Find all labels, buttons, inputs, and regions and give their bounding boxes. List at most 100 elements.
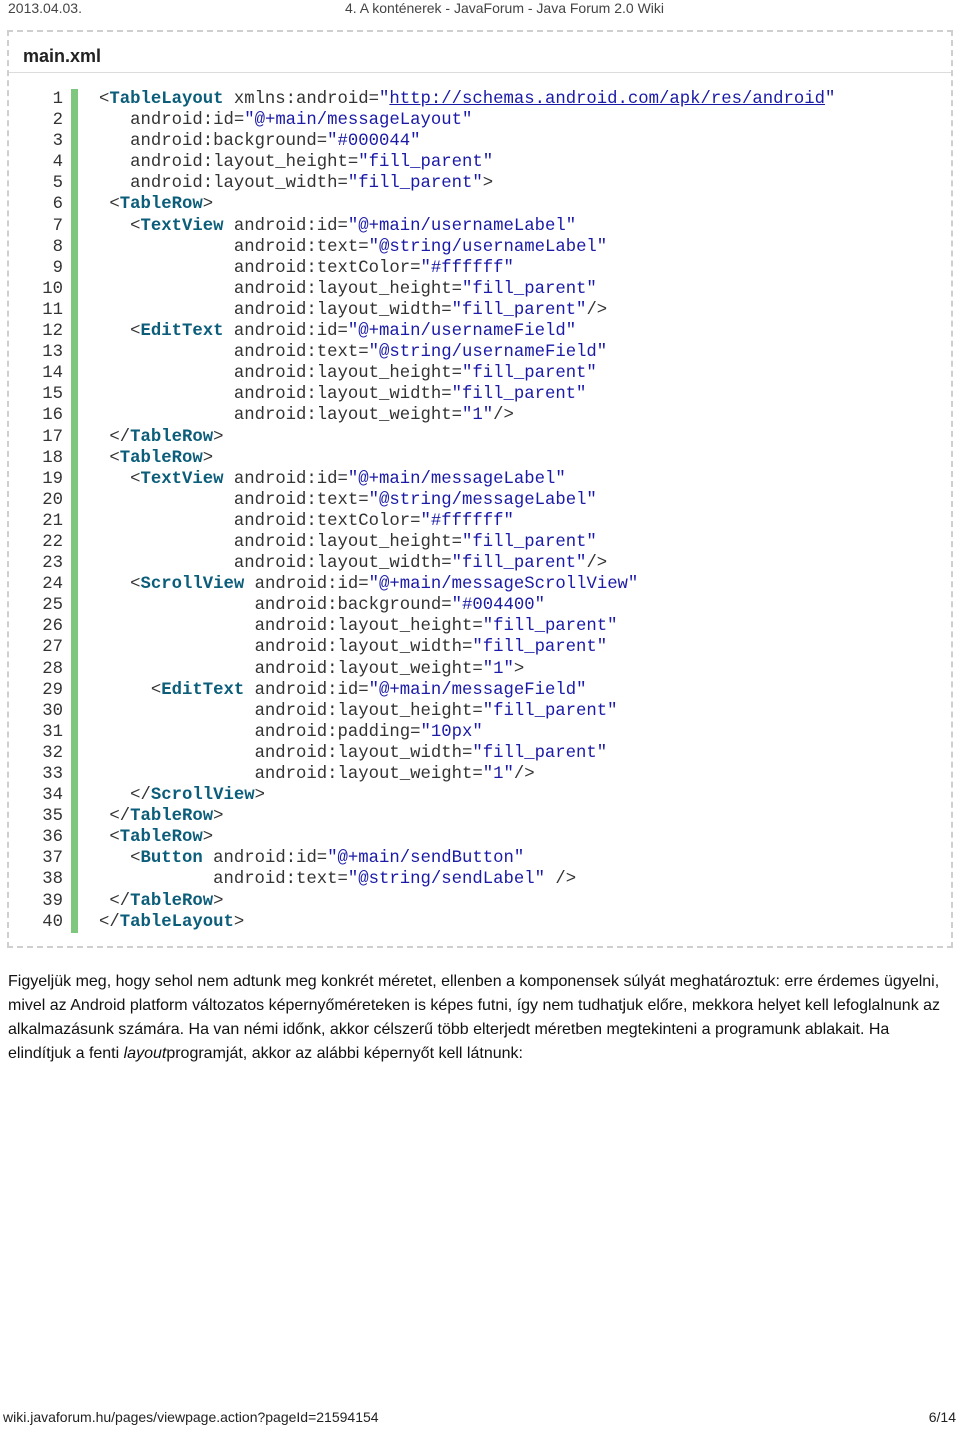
code-line-text: </ScrollView> [99,785,265,806]
line-number: 9 [52,258,63,278]
code-line-text: android:layout_weight="1"> [99,659,525,680]
line-gutter-marker [71,405,78,427]
code-token: android:layout_weight= [254,659,483,679]
code-indent [99,385,234,404]
code-line: 14 android:layout_height="fill_parent" [9,363,951,385]
code-line-text: android:text="@string/usernameField" [99,342,607,363]
code-line-text: <EditText android:id="@+main/messageFiel… [99,680,587,701]
code-string: "fill_parent" [347,174,483,194]
code-token: < [150,680,162,700]
code-line: 7 <TextView android:id="@+main/usernameL… [9,215,951,237]
code-line-text: </TableRow> [99,806,223,827]
code-link[interactable]: http://schemas.android.com/apk/res/andro… [389,90,825,109]
code-line: 13 android:text="@string/usernameField" [9,342,951,364]
line-number: 23 [42,554,63,574]
code-line-text: android:layout_width="fill_parent" [99,384,587,405]
code-token: android:layout_width= [233,300,452,320]
line-number: 29 [42,680,63,700]
code-line: 9 android:textColor="#ffffff" [9,257,951,279]
code-line: 31 android:padding="10px" [9,721,951,743]
code-token: android:background= [130,132,328,152]
code-indent [99,554,234,573]
code-line: 26 android:layout_height="fill_parent" [9,616,951,638]
code-string: "@+main/messageLayout" [244,111,473,131]
code-line-text: android:layout_height="fill_parent" [99,616,618,637]
line-gutter-marker [71,215,78,237]
code-line: 23 android:layout_width="fill_parent"/> [9,553,951,575]
code-line-text: android:background="#004400" [99,595,545,616]
code-line-text: android:layout_width="fill_parent" [99,743,608,764]
line-gutter-marker [71,173,78,195]
code-string: "fill_parent" [451,300,587,320]
line-gutter-marker [71,848,78,870]
code-token: android:layout_width= [130,174,348,194]
code-token: > [213,807,224,827]
code-indent [99,533,234,552]
code-string: "fill_parent" [482,617,618,637]
code-token: /> [586,554,608,574]
code-token: android:layout_height= [233,532,462,552]
code-line-text: android:layout_height="fill_parent" [99,363,597,384]
body-paragraph: Figyeljük meg, hogy sehol nem adtunk meg… [8,970,953,1066]
code-string: "#004400" [451,596,545,616]
code-string: "1" [482,765,514,784]
code-indent [99,660,255,679]
code-line: 25 android:background="#004400" [9,595,951,617]
code-string: " [824,90,836,109]
code-panel-title: main.xml [23,46,102,66]
line-number: 8 [52,237,63,257]
code-line: 6 <TableRow> [9,194,951,216]
line-number: 33 [42,765,63,784]
code-tag-name: ScrollView [140,575,245,595]
line-gutter-marker [71,426,78,448]
code-line-text: android:padding="10px" [99,722,483,743]
code-string: "@+main/usernameField" [347,322,577,342]
line-number: 6 [52,195,63,215]
code-line-text: android:layout_weight="1"/> [99,405,514,426]
code-token: /> [586,300,608,320]
code-token: android:layout_width= [233,554,452,574]
code-token: android:layout_height= [233,279,462,299]
code-token: < [109,195,120,215]
line-number: 24 [42,575,63,595]
code-line: 8 android:text="@string/usernameLabel" [9,236,951,258]
line-gutter-marker [71,363,78,385]
code-indent [99,870,213,889]
code-indent [99,638,255,657]
line-gutter-marker [71,637,78,659]
code-indent [99,849,130,868]
code-line-text: android:text="@string/messageLabel" [99,490,597,511]
code-line: 20 android:text="@string/messageLabel" [9,489,951,511]
code-indent [99,153,130,172]
line-gutter-marker [71,257,78,279]
code-string: "@+main/sendButton" [327,849,525,869]
code-token: android:padding= [254,722,421,742]
code-token: android:layout_height= [130,153,359,173]
code-tag-name: TableRow [130,807,214,827]
code-string: "1" [461,406,494,426]
code-line: 3 android:background="#000044" [9,131,951,153]
code-line: 37 <Button android:id="@+main/sendButton… [9,848,951,870]
code-string: "@+main/messageField" [368,680,587,700]
code-indent [99,702,255,721]
code-string: " [379,90,390,109]
code-indent [99,406,234,425]
code-indent [99,681,151,700]
code-line-text: <TextView android:id="@+main/messageLabe… [99,469,566,490]
page-title: 4. A konténerek - JavaForum - Java Forum… [345,0,665,16]
line-gutter-marker [71,679,78,701]
code-indent [99,892,109,911]
line-gutter-marker [71,510,78,532]
code-string: "fill_parent" [472,638,608,658]
line-gutter-marker [71,152,78,174]
code-tag-name: EditText [140,322,224,342]
code-token: < [99,90,110,109]
code-token: xmlns:android= [223,90,380,109]
line-number: 18 [42,448,63,468]
code-token: > [202,828,214,848]
line-number: 5 [52,174,63,194]
footer-url: wiki.javaforum.hu/pages/viewpage.action?… [3,1409,379,1425]
line-gutter-marker [71,785,78,807]
code-line: 40</TableLayout> [9,911,951,933]
code-indent [99,343,234,362]
